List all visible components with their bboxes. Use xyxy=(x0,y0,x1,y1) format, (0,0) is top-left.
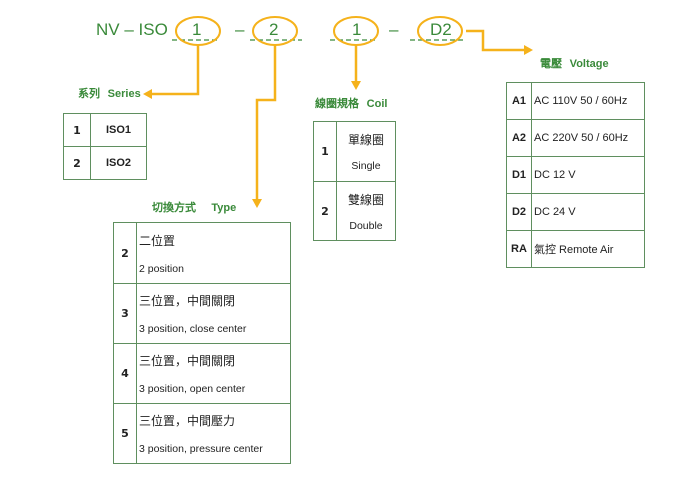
type-desc-zh: 三位置，中間關閉 xyxy=(139,294,236,308)
type-desc-en: 3 position, pressure center xyxy=(139,443,263,455)
code-dash-1: – xyxy=(235,20,245,39)
series-arrow xyxy=(150,45,200,96)
coil-table: 1 單線圈 Single 2 雙線圈 Double xyxy=(313,121,396,241)
type-desc-en: 3 position, close center xyxy=(139,323,247,335)
type-desc-2: 二位置 2 position xyxy=(136,222,291,284)
voltage-label: 電壓 Voltage xyxy=(540,55,609,71)
voltage-key: A2 xyxy=(506,119,532,157)
table-row: 2 ISO2 xyxy=(63,146,147,180)
type-table: 2 二位置 2 position 3 三位置，中間關閉 3 position, … xyxy=(113,222,291,464)
voltage-label-en: Voltage xyxy=(569,58,609,70)
series-table: 1 ISO1 2 ISO2 xyxy=(63,113,147,180)
type-desc-zh: 二位置 xyxy=(139,233,176,248)
voltage-value: AC 110V 50 / 60Hz xyxy=(531,82,645,120)
type-key-5: 5 xyxy=(113,403,137,464)
voltage-value: AC 220V 50 / 60Hz xyxy=(531,119,645,157)
voltage-slot-circle xyxy=(417,16,463,46)
type-key-4: 4 xyxy=(113,343,137,404)
table-row: 4 三位置，中間關閉 3 position, open center xyxy=(113,343,291,404)
coil-label: 線圈規格 Coil xyxy=(315,95,387,111)
series-key-1: 1 xyxy=(63,113,91,147)
voltage-arrow xyxy=(466,29,525,52)
type-desc-en: 3 position, open center xyxy=(139,383,246,395)
voltage-key: D1 xyxy=(506,156,532,194)
voltage-key: RA xyxy=(506,230,532,268)
type-desc-en: 2 position xyxy=(139,262,184,275)
code-slot-type: 2 xyxy=(269,20,279,39)
voltage-value: DC 24 V xyxy=(531,193,645,231)
table-row: D1 DC 12 V xyxy=(506,156,645,194)
pointer-arrows xyxy=(150,29,525,200)
code-slot-coil: 1 xyxy=(352,20,362,39)
code-dash-2: – xyxy=(389,20,399,39)
coil-desc-en: Single xyxy=(351,160,381,172)
voltage-table: A1 AC 110V 50 / 60Hz A2 AC 220V 50 / 60H… xyxy=(506,82,645,268)
series-label-en: Series xyxy=(107,88,141,100)
coil-label-zh: 線圈規格 xyxy=(315,97,359,110)
series-value-2: ISO2 xyxy=(90,146,147,180)
coil-key-1: 1 xyxy=(313,121,337,182)
series-slot-circle xyxy=(175,16,221,46)
type-label-zh: 切換方式 xyxy=(152,201,196,214)
series-value-1: ISO1 xyxy=(90,113,147,147)
table-row: 1 單線圈 Single xyxy=(313,121,396,182)
code-slot-series: 1 xyxy=(192,20,202,39)
voltage-value: DC 12 V xyxy=(531,156,645,194)
type-desc-5: 三位置，中間壓力 3 position, pressure center xyxy=(136,403,291,464)
table-row: 2 雙線圈 Double xyxy=(313,181,396,241)
coil-desc-zh: 單線圈 xyxy=(347,133,384,147)
type-slot-circle xyxy=(252,16,298,46)
type-arrow xyxy=(255,45,277,200)
voltage-key: A1 xyxy=(506,82,532,120)
coil-desc-1: 單線圈 Single xyxy=(336,121,396,182)
code-prefix: NV – ISO xyxy=(96,20,168,39)
coil-key-2: 2 xyxy=(313,181,337,241)
table-row: A1 AC 110V 50 / 60Hz xyxy=(506,82,645,120)
type-desc-3: 三位置，中間關閉 3 position, close center xyxy=(136,283,291,344)
series-label: 系列 Series xyxy=(78,85,141,101)
type-key-3: 3 xyxy=(113,283,137,344)
table-row: A2 AC 220V 50 / 60Hz xyxy=(506,119,645,157)
coil-desc-zh: 雙線圈 xyxy=(347,192,384,207)
table-row: 1 ISO1 xyxy=(63,113,147,147)
arrow-heads xyxy=(143,45,533,208)
table-row: 5 三位置，中間壓力 3 position, pressure center xyxy=(113,403,291,464)
table-row: 3 三位置，中間關閉 3 position, close center xyxy=(113,283,291,344)
type-desc-4: 三位置，中間關閉 3 position, open center xyxy=(136,343,291,404)
type-key-2: 2 xyxy=(113,222,137,284)
voltage-value: 氣控 Remote Air xyxy=(531,230,645,268)
coil-slot-circle xyxy=(333,16,379,46)
coil-desc-2: 雙線圈 Double xyxy=(336,181,396,241)
voltage-label-zh: 電壓 xyxy=(540,57,562,70)
table-row: D2 DC 24 V xyxy=(506,193,645,231)
type-desc-zh: 三位置，中間關閉 xyxy=(139,354,236,368)
voltage-key: D2 xyxy=(506,193,532,231)
series-label-zh: 系列 xyxy=(78,87,100,100)
type-label: 切換方式 Type xyxy=(152,199,236,215)
slot-highlight-circles xyxy=(175,16,463,46)
coil-label-en: Coil xyxy=(366,98,388,110)
type-label-en: Type xyxy=(211,202,237,214)
series-key-2: 2 xyxy=(63,146,91,180)
type-desc-zh: 三位置，中間壓力 xyxy=(139,414,236,428)
table-row: 2 二位置 2 position xyxy=(113,222,291,284)
table-row: RA 氣控 Remote Air xyxy=(506,230,645,268)
code-slot-voltage: D2 xyxy=(430,20,452,39)
coil-desc-en: Double xyxy=(349,219,383,232)
